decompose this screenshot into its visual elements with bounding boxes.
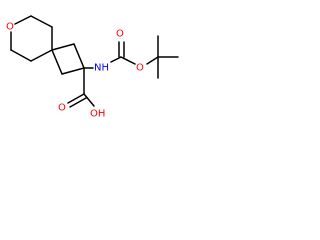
bond-c4-c5 (10, 49, 32, 62)
oxane-ring (10, 15, 53, 62)
amine-label: NH (94, 63, 109, 74)
bond-oester-ctbu (146, 56, 159, 65)
carbamate-ester-oxygen-label: O (136, 63, 144, 74)
bond-cacid-oh (83, 93, 95, 107)
bond-ccarbonyl-oester (120, 56, 136, 65)
bond-spiro-cb1 (51, 43, 75, 51)
bond-c1-c2 (30, 15, 53, 28)
bond-n-ccarbonyl (110, 56, 122, 63)
bond-spiro-c4 (30, 49, 53, 62)
acid-hydroxyl-label: OH (90, 109, 105, 120)
bond-cb2-spiro (51, 49, 63, 75)
ring-oxygen-label: O (6, 22, 14, 33)
bond-cquat-cb2 (61, 67, 85, 75)
bond-acid-double-a (67, 93, 85, 104)
bond-acid-double-b (69, 97, 87, 108)
carbamate-carbonyl-oxygen-label: O (116, 29, 124, 40)
boc-amino-group (83, 35, 179, 79)
cyclobutane-ring (51, 43, 85, 75)
bond-o-c1 (14, 15, 32, 25)
molecule-structure-diagram: O NH O O O OH (6, 15, 179, 120)
bond-cb1-cquat (73, 43, 85, 69)
acid-carbonyl-oxygen-label: O (58, 103, 66, 114)
carboxylic-acid-group (67, 67, 95, 108)
